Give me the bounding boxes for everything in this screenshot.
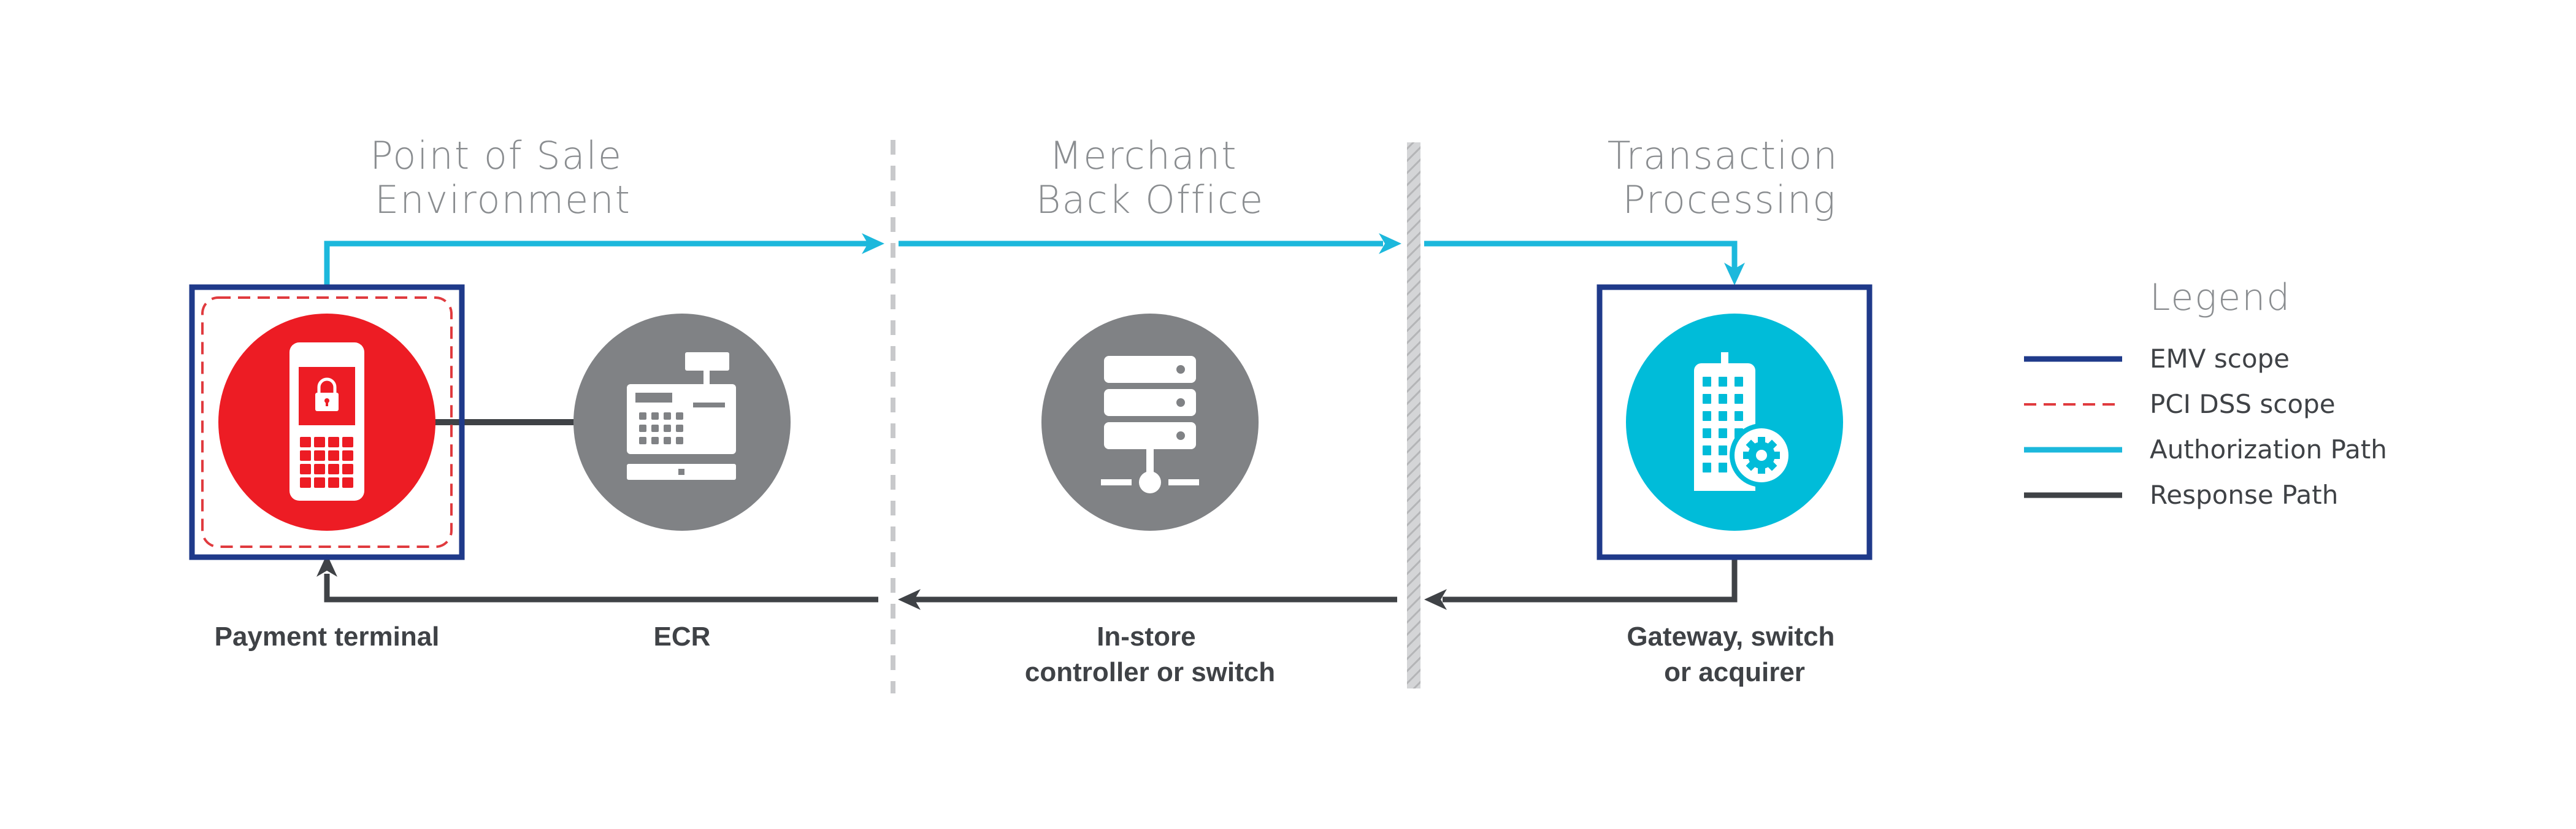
building-window	[1703, 394, 1711, 404]
section-title-transaction-processing: Transaction Processing	[1608, 133, 1852, 222]
ecr-key	[651, 425, 659, 432]
terminal-key	[342, 450, 353, 461]
payment-terminal-node[interactable]	[189, 284, 465, 560]
cash-register-icon	[627, 352, 736, 480]
building-window	[1703, 428, 1711, 438]
ecr-key	[664, 412, 671, 420]
terminal-key	[300, 437, 311, 447]
ecr-label: ECR	[654, 622, 711, 652]
ecr-key	[676, 437, 683, 444]
ecr-key	[676, 412, 683, 420]
building-window	[1735, 411, 1743, 421]
building-window	[1735, 394, 1743, 404]
legend-title: Legend	[2150, 276, 2291, 319]
payment-terminal-lock-icon	[289, 342, 364, 501]
section-title-merchant-back-office: Merchant Back Office	[1036, 133, 1264, 222]
terminal-key	[300, 464, 311, 474]
section-divider-hatched	[1407, 142, 1420, 688]
building-window	[1719, 377, 1727, 387]
payment-terminal-label: Payment terminal	[215, 622, 440, 652]
building-window	[1703, 411, 1711, 421]
emv-scope-box-terminal	[189, 284, 465, 560]
section-title-point-of-sale: Point of Sale Environment	[370, 133, 636, 222]
authorization-path	[324, 241, 1738, 287]
terminal-key	[300, 450, 311, 461]
legend-label-pci-dss-scope: PCI DSS scope	[2150, 389, 2336, 419]
server-stack-icon	[1101, 356, 1199, 493]
gateway-node[interactable]	[1597, 284, 1873, 560]
terminal-key	[328, 437, 339, 447]
response-arrowheads	[316, 554, 1447, 610]
building-window	[1719, 445, 1727, 455]
terminal-key	[328, 464, 339, 474]
ecr-key	[639, 425, 646, 432]
ecr-key	[664, 437, 671, 444]
building-window	[1719, 411, 1727, 421]
in-store-controller-node[interactable]	[1041, 314, 1259, 531]
terminal-key	[328, 450, 339, 461]
legend: Legend EMV scope PCI DSS scope Authoriza…	[2024, 276, 2387, 510]
terminal-key	[314, 477, 325, 488]
ecr-key	[639, 437, 646, 444]
ecr-node[interactable]	[573, 314, 791, 531]
terminal-key	[342, 464, 353, 474]
gateway-label: Gateway, switch or acquirer	[1627, 622, 1842, 687]
in-store-controller-label: In-store controller or switch	[1025, 622, 1275, 687]
building-gear-icon	[1694, 352, 1793, 491]
legend-label-authorization-path: Authorization Path	[2150, 434, 2387, 465]
emv-scope-box-gateway	[1597, 284, 1873, 560]
ecr-key	[651, 412, 659, 420]
response-path	[324, 556, 1738, 603]
ecr-key	[676, 425, 683, 432]
ecr-key	[664, 425, 671, 432]
building-window	[1735, 377, 1743, 387]
terminal-key	[342, 437, 353, 447]
building-window	[1719, 428, 1727, 438]
building-window	[1703, 377, 1711, 387]
building-window	[1703, 445, 1711, 455]
legend-label-emv-scope: EMV scope	[2150, 344, 2290, 374]
building-window	[1719, 463, 1727, 472]
terminal-key	[342, 477, 353, 488]
authorization-arrowheads	[862, 233, 1745, 285]
ecr-key	[651, 437, 659, 444]
ecr-key	[639, 412, 646, 420]
terminal-key	[314, 437, 325, 447]
terminal-key	[328, 477, 339, 488]
legend-label-response-path: Response Path	[2150, 480, 2338, 510]
building-window	[1703, 463, 1711, 472]
pci-dss-scope-box	[201, 296, 453, 548]
terminal-key	[314, 464, 325, 474]
terminal-key	[314, 450, 325, 461]
terminal-key	[300, 477, 311, 488]
building-window	[1719, 394, 1727, 404]
